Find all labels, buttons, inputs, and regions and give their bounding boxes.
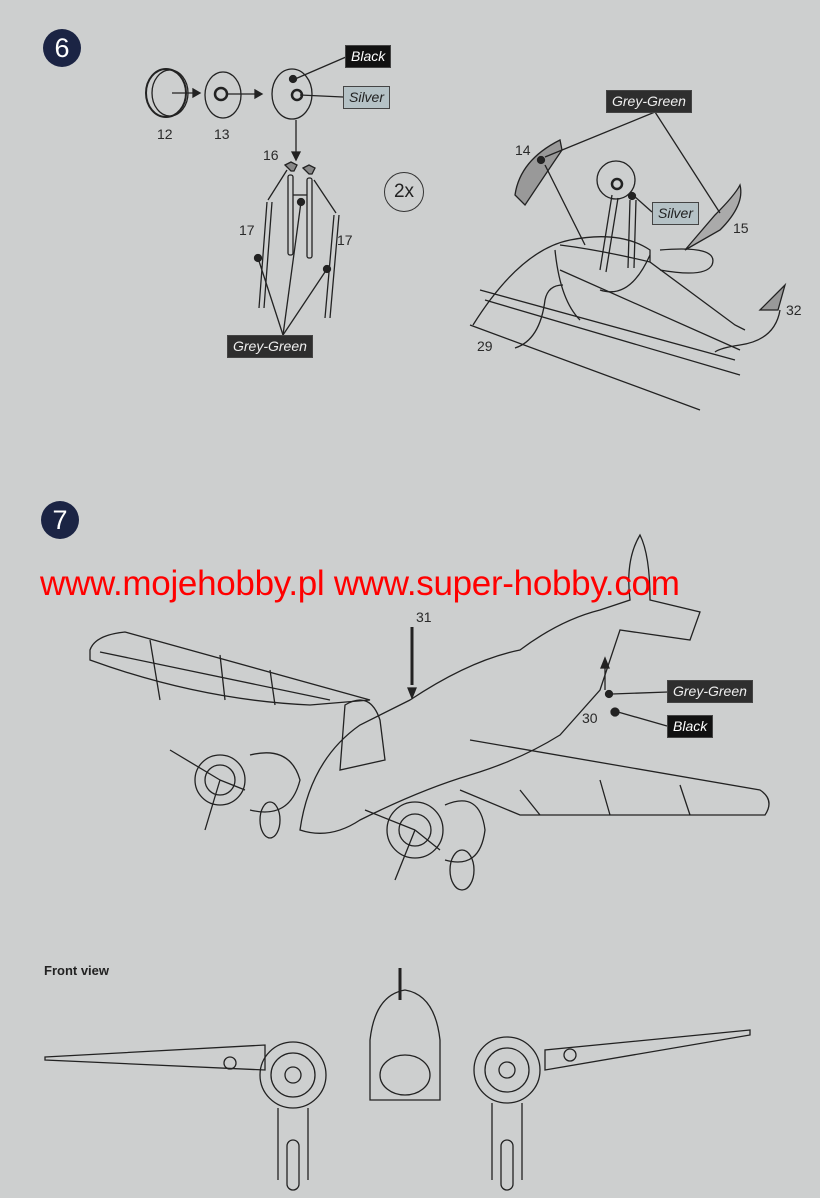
- color-callout-grey-green: Grey-Green: [227, 335, 313, 358]
- color-callout-black: Black: [345, 45, 392, 68]
- color-callout-black-step7: Black: [667, 715, 714, 738]
- front-view-heading: Front view: [44, 963, 110, 978]
- quantity-2x-marker: 2x: [384, 172, 424, 212]
- wheel-assembly-drawing: [145, 56, 347, 336]
- color-callout-silver: Silver: [343, 86, 391, 109]
- color-callout-grey-green-right: Grey-Green: [606, 90, 692, 113]
- color-callout-silver-right: Silver: [652, 202, 700, 225]
- part-16-label: 16: [263, 147, 279, 163]
- part-17-right-label: 17: [337, 232, 353, 248]
- part-15-label: 15: [733, 220, 749, 236]
- part-29-label: 29: [477, 338, 493, 354]
- part-13-label: 13: [214, 126, 230, 142]
- front-view-drawing: [44, 968, 751, 1191]
- step-6-badge: 6: [43, 29, 81, 67]
- part-30-label: 30: [582, 710, 598, 726]
- part-17-left-label: 17: [239, 222, 255, 238]
- step-7-badge: 7: [41, 501, 79, 539]
- part-31-label: 31: [416, 609, 432, 625]
- nacelle-drawing: [469, 111, 787, 411]
- watermark-text: www.mojehobby.pl www.super-hobby.com: [40, 564, 680, 603]
- part-32-label: 32: [786, 302, 802, 318]
- aircraft-3d-drawing: [89, 533, 770, 891]
- part-14-label: 14: [515, 142, 531, 158]
- part-12-label: 12: [157, 126, 173, 142]
- color-callout-grey-green-step7: Grey-Green: [667, 680, 753, 703]
